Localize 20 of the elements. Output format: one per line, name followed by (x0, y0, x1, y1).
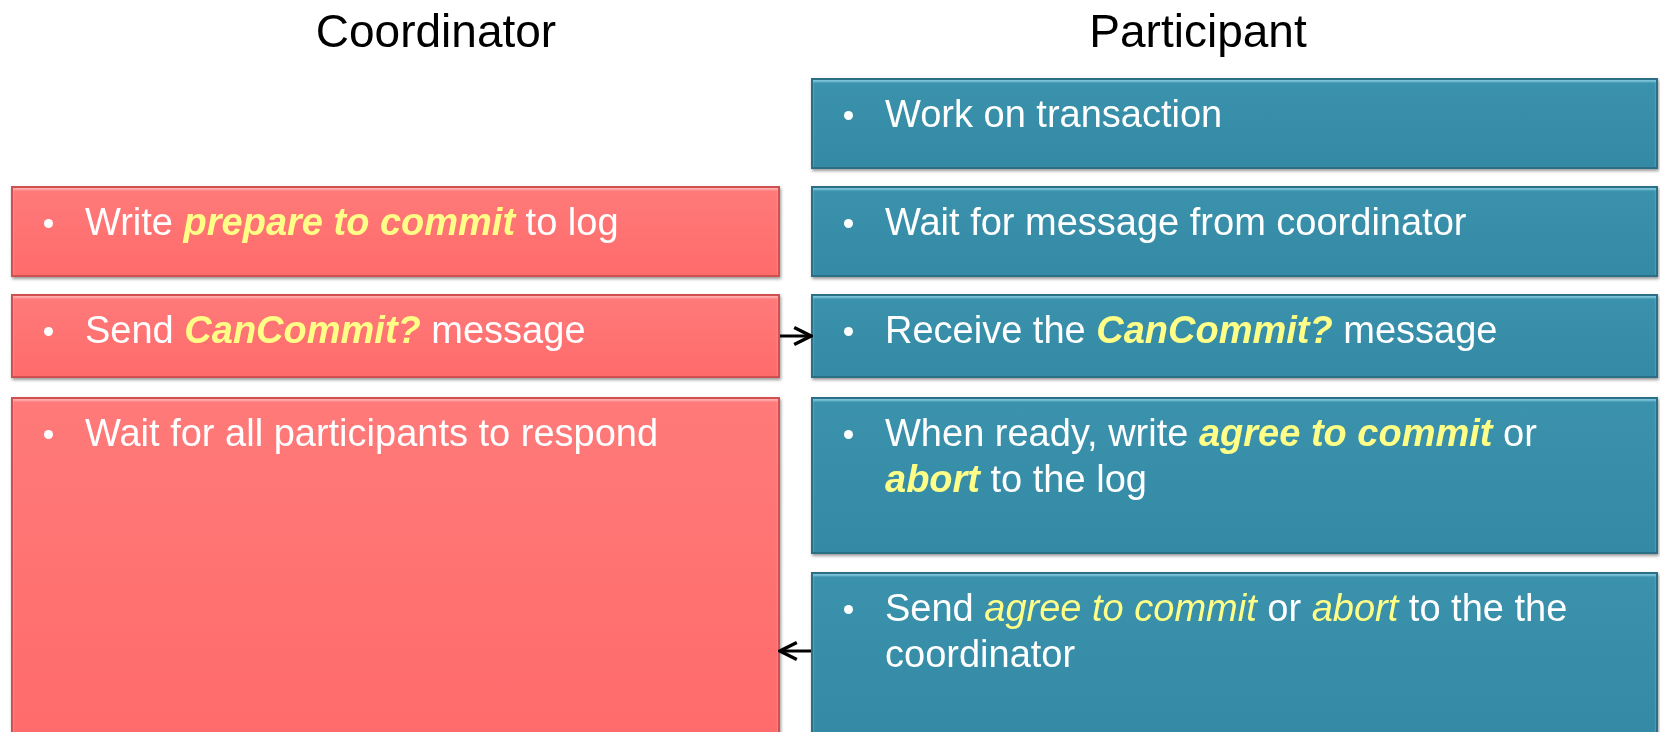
coordinator-step-box (11, 186, 780, 277)
arrow (780, 325, 813, 347)
participant-step-box (811, 294, 1658, 378)
column-heading: Participant (1089, 4, 1307, 58)
step-text: Wait for all participants to respond (85, 411, 660, 456)
step-text: Work on transaction (885, 92, 1224, 137)
step-text: Send CanCommit? message (85, 308, 587, 353)
step-text: Send agree to commit or abort to the the coordinator (885, 586, 1569, 677)
step-text: Write prepare to commit to log (85, 200, 620, 245)
participant-step-box (811, 186, 1658, 277)
step-text: Receive the CanCommit? message (885, 308, 1499, 353)
participant-step-box (811, 397, 1658, 554)
arrow (778, 640, 811, 662)
coordinator-step-box (11, 397, 780, 732)
step-text: Wait for message from coordinator (885, 200, 1468, 245)
participant-step-box (811, 78, 1658, 169)
column-heading: Coordinator (315, 4, 557, 58)
step-text: When ready, write agree to commit or abort to the log (885, 411, 1538, 502)
participant-step-box (811, 572, 1658, 732)
coordinator-step-box (11, 294, 780, 378)
